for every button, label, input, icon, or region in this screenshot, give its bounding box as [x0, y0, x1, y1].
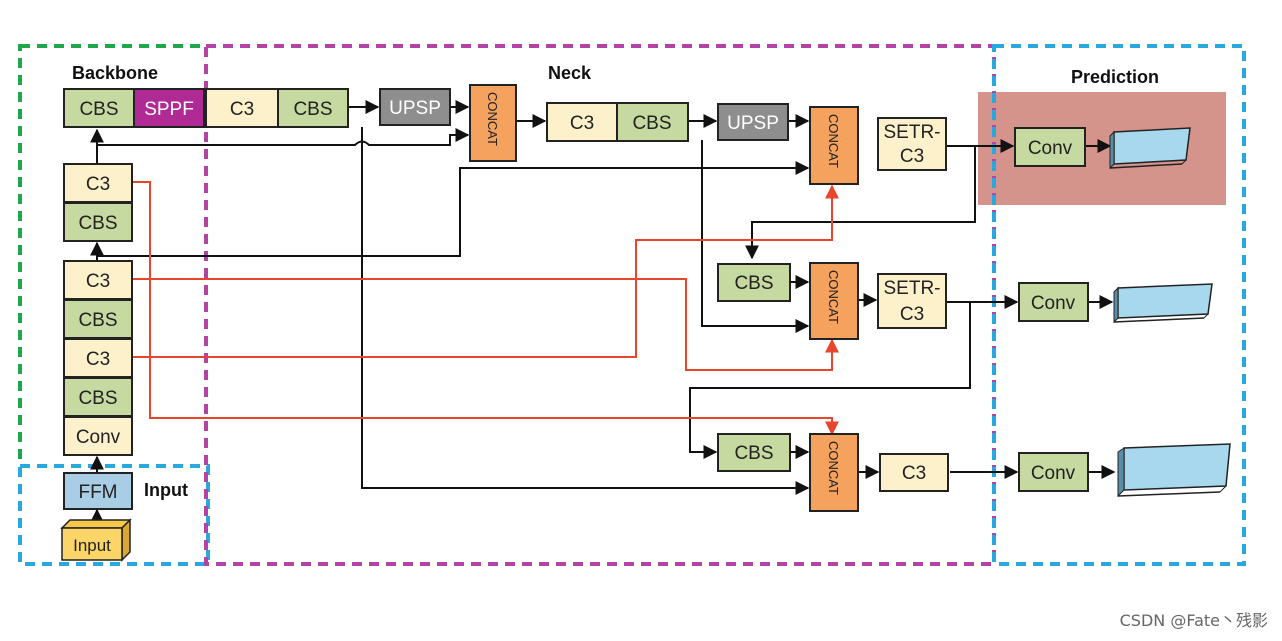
- neck-middle-row: CBS CONCAT SETR- C3: [717, 262, 947, 340]
- input-box-side: [121, 518, 131, 562]
- prediction-column: Conv Conv Conv: [1014, 127, 1231, 498]
- setr-c3-label-1a: SETR-: [884, 122, 941, 143]
- csdn-watermark: CSDN @Fate丶残影: [1119, 611, 1268, 630]
- ffm-label: FFM: [78, 482, 117, 503]
- backbone-cbs-label-4: CBS: [78, 388, 117, 409]
- concat-label-1: CONCAT: [485, 92, 500, 146]
- pred-conv-block-2: [1018, 282, 1089, 322]
- neck-cbs-label-1: CBS: [293, 99, 332, 120]
- pred-conv-label-1: Conv: [1028, 138, 1073, 159]
- backbone-column: Conv CBS C3 CBS C3 CBS C3 CBS SPPF: [63, 88, 205, 456]
- backbone-c3-block-3: [63, 338, 133, 378]
- neck-cbs-block-4: [717, 433, 791, 472]
- backbone-cbs-block-3: [63, 299, 133, 339]
- output-tensor-small: [1109, 127, 1191, 170]
- backbone-cbs-label-2: CBS: [78, 213, 117, 234]
- output-tensor-medium: [1113, 283, 1213, 324]
- neck-c3-block-3: [879, 453, 949, 492]
- neck-c3-label-1: C3: [230, 99, 254, 120]
- neck-c3-label-2: C3: [570, 113, 594, 134]
- neck-cbs-label-4: CBS: [734, 443, 773, 464]
- neck-cbs-block-2: [616, 102, 689, 142]
- concat-label-2: CONCAT: [826, 114, 841, 168]
- input-column: FFM Input: [60, 472, 133, 562]
- concat-block-3: [809, 262, 859, 340]
- pred-conv-block-3: [1018, 452, 1089, 492]
- setr-c3-label-2a: SETR-: [884, 278, 941, 299]
- prediction-label: Prediction: [1071, 67, 1159, 87]
- concat-block-4: [809, 433, 859, 512]
- pred-conv-label-2: Conv: [1031, 293, 1076, 314]
- neck-c3-label-3: C3: [902, 463, 926, 484]
- neck-c3-block-1: [205, 88, 279, 128]
- input-box-top: [60, 519, 132, 529]
- pred-conv-label-3: Conv: [1031, 463, 1076, 484]
- neck-top-row: C3 CBS UPSP CONCAT C3 CBS UPSP CONCAT SE…: [205, 84, 947, 185]
- backbone-cbs-label-1: CBS: [79, 99, 118, 120]
- backbone-conv-block: [63, 416, 133, 456]
- backbone-label: Backbone: [72, 63, 158, 83]
- backbone-cbs-block-4: [63, 377, 133, 417]
- concat-label-4: CONCAT: [826, 441, 841, 495]
- black-connections: [90, 100, 1116, 523]
- concat-label-3: CONCAT: [826, 270, 841, 324]
- neck-cbs-label-2: CBS: [632, 113, 671, 134]
- red-connections: [133, 181, 839, 436]
- backbone-c3-label-1: C3: [86, 174, 110, 195]
- backbone-c3-label-3: C3: [86, 349, 110, 370]
- backbone-cbs-block-2: [63, 202, 133, 242]
- sppf-block: [133, 88, 205, 128]
- pred-conv-block-1: [1014, 127, 1086, 167]
- neck-cbs-block-3: [717, 263, 791, 302]
- concat-block-1: [469, 84, 517, 162]
- input-section-label: Input: [144, 480, 188, 500]
- input-box-label: Input: [73, 536, 111, 555]
- ffm-block: [63, 472, 133, 510]
- backbone-cbs-label-3: CBS: [78, 310, 117, 331]
- neck-bottom-row: CBS CONCAT C3: [717, 433, 949, 512]
- setr-c3-label-2b: C3: [900, 304, 924, 325]
- upsp-block-2: [717, 103, 789, 141]
- input-region: [18, 464, 210, 566]
- neck-cbs-label-3: CBS: [734, 273, 773, 294]
- concat-block-2: [809, 106, 859, 185]
- backbone-c3-label-2: C3: [86, 271, 110, 292]
- sppf-label: SPPF: [144, 99, 194, 120]
- prediction-region: [992, 44, 1246, 566]
- upsp-block-1: [379, 88, 451, 126]
- neck-label: Neck: [548, 63, 592, 83]
- backbone-c3-block-2: [63, 260, 133, 300]
- backbone-c3-block-1: [63, 163, 133, 203]
- backbone-conv-label: Conv: [76, 427, 121, 448]
- input-box-front: [61, 527, 123, 561]
- setr-c3-block-2: [877, 273, 947, 329]
- setr-c3-block-1: [877, 117, 947, 171]
- neck-cbs-block-1: [277, 88, 349, 128]
- upsp-label-2: UPSP: [727, 113, 779, 134]
- setr-c3-label-1b: C3: [900, 146, 924, 167]
- output-tensor-large: [1117, 443, 1231, 498]
- upsp-label-1: UPSP: [389, 98, 441, 119]
- backbone-cbs-block-1: [63, 88, 135, 128]
